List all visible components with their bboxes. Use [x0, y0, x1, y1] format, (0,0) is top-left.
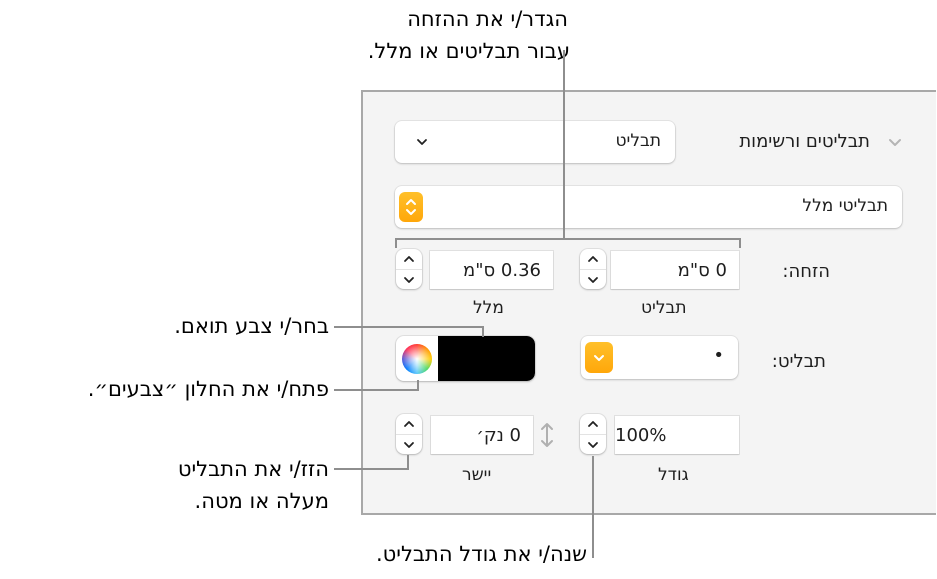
text-indent-field[interactable]: 0.36 ס"מ [430, 251, 553, 289]
chevron-down-icon [588, 441, 598, 448]
color-swatch-button[interactable] [438, 336, 535, 381]
callout-line-match-color-v [482, 326, 484, 337]
bullet-character-value: • [713, 345, 724, 366]
callout-line-move-bullet-v [407, 455, 409, 470]
callout-move-bullet-line2: מעלה או מטה. [194, 489, 329, 513]
open-colors-window-button[interactable] [396, 336, 438, 381]
bullet-indent-stepper[interactable] [580, 249, 606, 289]
chevron-up-icon [588, 421, 598, 427]
callout-set-indent-line1: הגדר/י את ההזחה [407, 7, 568, 31]
list-style-value: תבליטי מלל [802, 196, 888, 216]
callout-line-indent-stem [563, 50, 565, 240]
bullet-size-field[interactable]: 100% [615, 416, 739, 454]
chevron-up-icon [404, 421, 414, 427]
bullet-indent-caption: תבליט [641, 298, 687, 318]
increment-button[interactable] [396, 414, 422, 434]
section-disclosure-chevron[interactable] [885, 132, 905, 152]
bullet-size-stepper[interactable] [580, 414, 606, 454]
chevron-down-icon [417, 139, 427, 145]
bullet-label: תבליט: [771, 351, 826, 372]
decrement-button[interactable] [580, 434, 606, 454]
list-type-value: תבליט [615, 131, 662, 151]
chevron-down-icon [404, 441, 414, 448]
bullet-align-field[interactable]: 0 נק׳ [431, 416, 533, 454]
color-wheel-icon [402, 343, 432, 374]
chevron-down-icon [588, 276, 598, 283]
increment-button[interactable] [396, 249, 422, 269]
list-type-popup[interactable]: תבליט [395, 121, 675, 163]
callout-set-indent: הגדר/י את ההזחה עבור תבליטים או מלל. [367, 3, 570, 67]
chevron-down-icon [404, 276, 414, 283]
callout-move-bullet-line1: הזז/י את התבליט [177, 457, 329, 481]
bullet-color-well[interactable] [396, 336, 535, 381]
callout-line-indent-bracket [395, 238, 741, 240]
section-title: תבליטים ורשימות [739, 131, 870, 152]
callout-match-color: בחר/י צבע תואם. [174, 314, 329, 338]
callout-set-indent-line2: עבור תבליטים או מלל. [367, 39, 570, 63]
vertical-align-icon [541, 423, 553, 447]
text-indent-stepper[interactable] [396, 249, 422, 289]
bullet-align-caption: יישר [462, 465, 492, 485]
up-down-arrows-icon [406, 199, 416, 215]
callout-line-open-colors-v [417, 380, 419, 391]
bullet-indent-field[interactable]: 0 ס"מ [611, 251, 739, 289]
bullet-size-caption: גודל [658, 465, 689, 485]
list-style-stepper-button[interactable] [399, 192, 423, 222]
increment-button[interactable] [580, 249, 606, 269]
callout-line-change-size [592, 456, 594, 558]
callout-move-bullet: הזז/י את התבליט מעלה או מטה. [178, 453, 329, 517]
bullet-dropdown-button[interactable] [585, 342, 613, 373]
chevron-up-icon [588, 256, 598, 262]
callout-line-match-color-h [334, 326, 484, 328]
decrement-button[interactable] [580, 269, 606, 289]
increment-button[interactable] [580, 414, 606, 434]
callout-line-open-colors-h [334, 389, 419, 391]
callout-change-size: שנה/י את גודל התבליט. [375, 542, 587, 566]
bullet-character-popup[interactable]: • [581, 336, 738, 379]
decrement-button[interactable] [396, 434, 422, 454]
callout-line-indent-bracket-left [395, 238, 397, 248]
bullet-align-stepper[interactable] [396, 414, 422, 454]
chevron-down-icon [594, 354, 604, 361]
callout-line-indent-bracket-right [739, 238, 741, 248]
indent-label: הזחה: [782, 261, 830, 282]
text-indent-caption: מלל [473, 298, 504, 318]
chevron-up-icon [404, 256, 414, 262]
callout-line-move-bullet-h [334, 468, 409, 470]
decrement-button[interactable] [396, 269, 422, 289]
list-style-popup[interactable]: תבליטי מלל [395, 186, 902, 228]
chevron-down-icon [889, 139, 901, 146]
callout-open-colors: פתח/י את החלון ״צבעים״. [87, 377, 329, 401]
